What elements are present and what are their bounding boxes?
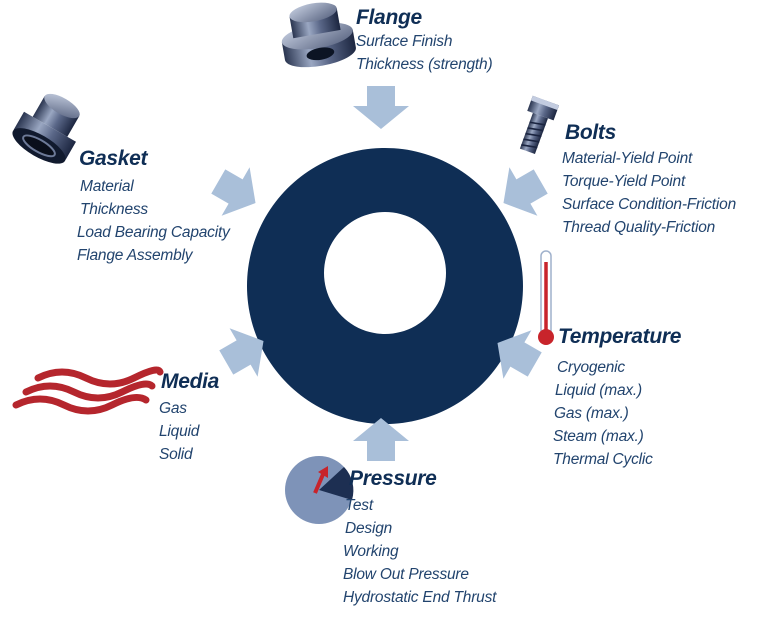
pressure-item-working: Working — [343, 543, 399, 560]
bolt-icon — [519, 95, 560, 155]
arrow-upper-right — [503, 167, 548, 216]
temperature-item-gas: Gas (max.) — [554, 405, 629, 422]
pressure-item-hydrostatic: Hydrostatic End Thrust — [343, 589, 497, 606]
pressure-items: Test Design Working Blow Out Pressure Hy… — [343, 494, 496, 609]
pressure-item-test: Test — [345, 497, 373, 514]
gasket-item-load-bearing: Load Bearing Capacity — [77, 224, 230, 241]
waves-icon — [12, 366, 164, 415]
media-group: Media — [161, 370, 219, 394]
gasket-group: Gasket — [79, 147, 148, 171]
bolts-title: Bolts — [565, 121, 617, 144]
gasket-item-thickness: Thickness — [80, 201, 148, 218]
pressure-group: Pressure — [349, 467, 437, 491]
temperature-item-liquid: Liquid (max.) — [555, 382, 642, 399]
pressure-item-design: Design — [345, 520, 393, 537]
arrow-lower-left — [219, 328, 264, 377]
arrow-bottom — [353, 418, 409, 461]
temperature-items-block: Cryogenic Liquid (max.) Gas (max.) Steam… — [553, 356, 653, 471]
flange-items: Surface Finish Thickness (strength) — [356, 30, 493, 76]
pressure-title: Pressure — [349, 467, 437, 490]
gasket-items: Material Thickness Load Bearing Capacity… — [77, 175, 230, 267]
temperature-group: Temperature — [558, 325, 681, 349]
arrow-lower-right — [497, 330, 542, 379]
bolts-item-surface-condition: Surface Condition-Friction — [562, 196, 736, 213]
bolts-item-thread-quality: Thread Quality-Friction — [562, 219, 716, 236]
pressure-gauge-icon — [285, 456, 354, 524]
gasket-item-flange-assembly: Flange Assembly — [77, 247, 193, 264]
bolts-items: Material-Yield Point Torque-Yield Point … — [562, 147, 736, 239]
media-item-solid: Solid — [159, 446, 193, 463]
temperature-item-steam: Steam (max.) — [553, 428, 644, 445]
media-item-gas: Gas — [159, 400, 187, 417]
media-items-block: Gas Liquid Solid — [159, 397, 199, 466]
flange-item-surface-finish: Surface Finish — [356, 33, 453, 50]
flange-item-thickness: Thickness (strength) — [356, 56, 493, 73]
flange-group: Flange Surface Finish Thickness (strengt… — [356, 6, 493, 76]
pressure-items-block: Test Design Working Blow Out Pressure Hy… — [343, 494, 496, 609]
bolts-group: Bolts — [565, 121, 616, 145]
temperature-items: Cryogenic Liquid (max.) Gas (max.) Steam… — [553, 356, 653, 471]
gasket-items-block: Material Thickness Load Bearing Capacity… — [77, 175, 230, 267]
temperature-item-thermal-cyclic: Thermal Cyclic — [553, 451, 653, 468]
flange-title: Flange — [356, 6, 422, 29]
bolts-item-torque-yield: Torque-Yield Point — [562, 173, 686, 190]
gasket-item-material: Material — [80, 178, 134, 195]
media-item-liquid: Liquid — [159, 423, 200, 440]
media-items: Gas Liquid Solid — [159, 397, 199, 466]
temperature-item-cryogenic: Cryogenic — [557, 359, 625, 376]
arrow-top — [353, 86, 409, 129]
temperature-title: Temperature — [558, 325, 682, 348]
arrow-upper-left — [211, 167, 256, 216]
pressure-item-blow-out: Blow Out Pressure — [343, 566, 469, 583]
thermometer-icon — [538, 250, 554, 345]
flange-icon — [281, 2, 356, 68]
bolts-items-block: Material-Yield Point Torque-Yield Point … — [562, 147, 736, 239]
bolts-item-material-yield: Material-Yield Point — [562, 150, 693, 167]
gasket-ring — [246, 148, 523, 424]
gasket-title: Gasket — [79, 147, 148, 170]
media-title: Media — [161, 370, 220, 393]
gasket-icon — [12, 93, 80, 164]
